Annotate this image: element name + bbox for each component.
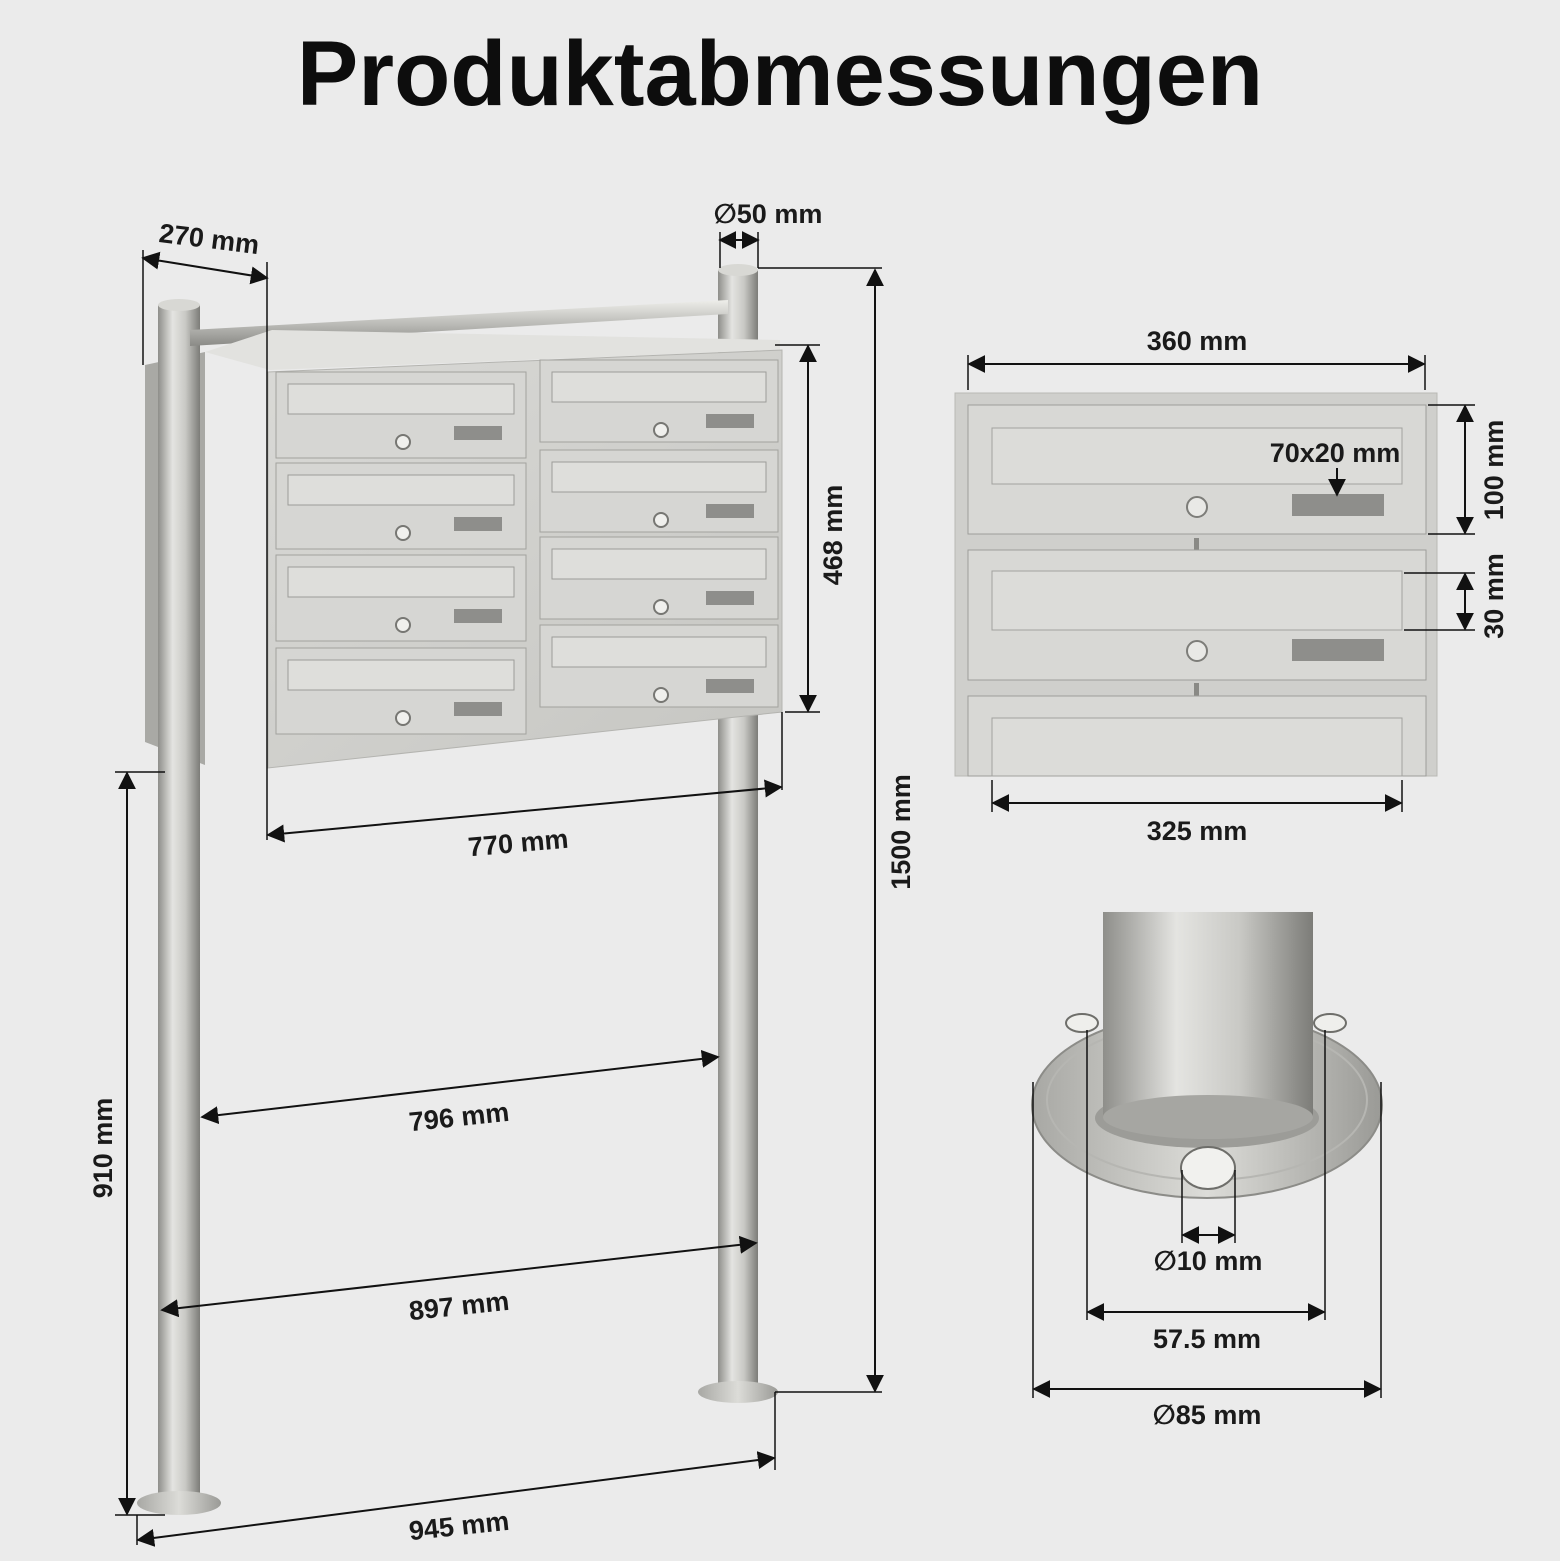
page-title: Produktabmessungen bbox=[296, 23, 1264, 125]
base-plate-detail bbox=[1031, 912, 1383, 1199]
letter-flap bbox=[551, 636, 767, 668]
lock-icon bbox=[653, 422, 669, 438]
name-plate-slot bbox=[1292, 494, 1384, 516]
letter-flap bbox=[287, 474, 515, 506]
label-unit-width: 360 mm bbox=[1147, 326, 1248, 356]
label-depth: 270 mm bbox=[157, 218, 260, 260]
left-post bbox=[158, 305, 200, 1505]
lock-icon bbox=[653, 599, 669, 615]
lock-icon bbox=[653, 512, 669, 528]
label-name-plate: 70x20 mm bbox=[1270, 438, 1401, 468]
name-plate bbox=[706, 414, 754, 428]
label-bottom-height: 910 mm bbox=[88, 1098, 118, 1199]
label-base-diameter: ∅85 mm bbox=[1153, 1400, 1262, 1430]
box-top bbox=[205, 330, 780, 370]
dimension-arrows bbox=[118, 231, 1474, 1547]
mount-hole-right bbox=[1313, 1013, 1347, 1033]
label-hole-diameter: ∅10 mm bbox=[1154, 1246, 1263, 1276]
compartment-detail bbox=[954, 392, 1438, 777]
center-hole bbox=[1180, 1146, 1236, 1190]
depth-arrow bbox=[141, 251, 269, 285]
dimension-labels: 270 mm ∅50 mm 468 mm 770 mm 1500 mm 910 … bbox=[88, 199, 1509, 1546]
letter-flap bbox=[287, 659, 515, 691]
name-plate bbox=[706, 591, 754, 605]
lock-icon bbox=[395, 617, 411, 633]
mid-spacing-arrow bbox=[160, 1235, 758, 1318]
label-mid-spacing: 897 mm bbox=[407, 1286, 510, 1326]
right-base-plate bbox=[698, 1381, 778, 1403]
name-plate bbox=[454, 702, 502, 716]
label-total-height: 1500 mm bbox=[886, 774, 916, 890]
lock-icon bbox=[395, 434, 411, 450]
letter-flap bbox=[551, 371, 767, 403]
letter-flap bbox=[551, 461, 767, 493]
box-width-arrow bbox=[266, 779, 783, 843]
name-plate bbox=[706, 504, 754, 518]
letter-flap bbox=[287, 383, 515, 415]
name-plate bbox=[454, 517, 502, 531]
name-plate bbox=[454, 609, 502, 623]
mount-hole-left bbox=[1065, 1013, 1099, 1033]
label-unit-height: 100 mm bbox=[1479, 420, 1509, 521]
label-box-height: 468 mm bbox=[818, 485, 848, 586]
letter-flap bbox=[551, 548, 767, 580]
name-plate bbox=[454, 426, 502, 440]
lock-icon bbox=[395, 710, 411, 726]
label-post-diameter: ∅50 mm bbox=[714, 199, 823, 229]
lock-icon bbox=[1186, 496, 1208, 518]
letter-flap bbox=[287, 566, 515, 598]
lock-icon bbox=[395, 525, 411, 541]
label-flap-width: 325 mm bbox=[1147, 816, 1248, 846]
left-base-plate bbox=[137, 1491, 221, 1515]
overall-width-arrow bbox=[136, 1451, 776, 1547]
post-stub bbox=[1103, 912, 1313, 1117]
label-inner-spacing: 796 mm bbox=[407, 1097, 510, 1137]
label-overall-width: 945 mm bbox=[407, 1506, 510, 1546]
lock-icon bbox=[653, 687, 669, 703]
inner-spacing-arrow bbox=[200, 1049, 720, 1125]
mailbox-stand bbox=[137, 264, 783, 1515]
name-plate bbox=[706, 679, 754, 693]
mailbox-compartments bbox=[275, 359, 779, 735]
label-box-width: 770 mm bbox=[467, 824, 570, 863]
label-flap-height: 30 mm bbox=[1479, 553, 1509, 639]
label-hole-spacing: 57.5 mm bbox=[1153, 1324, 1261, 1354]
